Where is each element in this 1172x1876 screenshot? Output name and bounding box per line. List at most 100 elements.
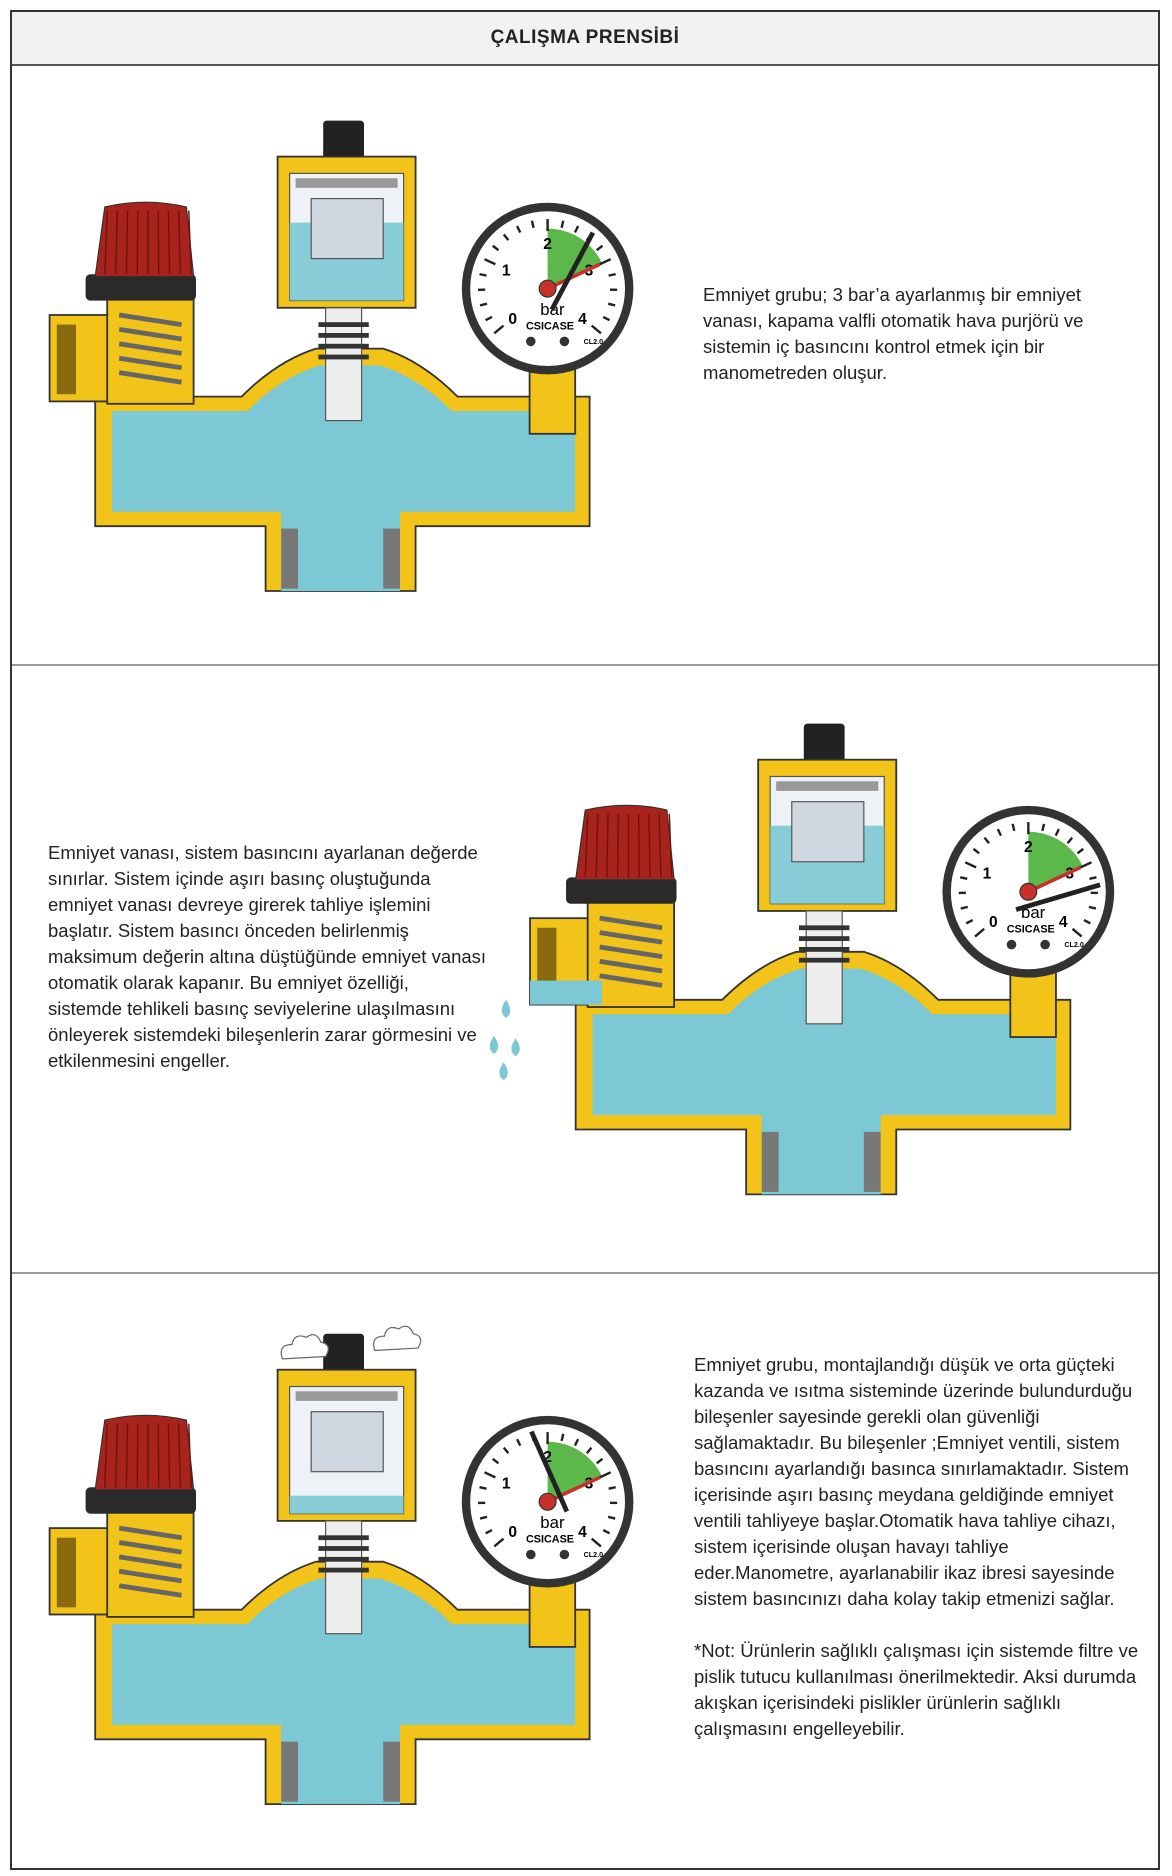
gauge-tick xyxy=(607,1515,616,1520)
gauge-tick xyxy=(1083,919,1091,925)
gauge-tick xyxy=(573,225,580,234)
page-frame: ÇALIŞMA PRENSİBİ xyxy=(10,10,1160,1870)
red-set-pointer xyxy=(546,262,601,291)
gauge-tick xyxy=(1076,847,1084,855)
spring-coil xyxy=(118,327,182,342)
gauge-label: 1 xyxy=(983,865,992,882)
thread xyxy=(56,324,76,395)
paragraph: Emniyet grubu; 3 bar’a ayarlanmış bir em… xyxy=(703,284,1084,383)
gauge-tick xyxy=(492,244,500,252)
paragraph: Emniyet vanası, sistem basıncını ayarlan… xyxy=(48,842,487,1071)
air-vent-cap xyxy=(323,120,364,159)
spring-coil xyxy=(599,930,663,945)
cap-ridge xyxy=(104,1423,108,1488)
gauge-label: 1 xyxy=(502,1475,511,1492)
gauge-stem xyxy=(528,1578,577,1648)
cap-ridge xyxy=(616,813,619,878)
water-drop-icon xyxy=(489,1035,499,1054)
gauge-tick xyxy=(479,272,487,277)
spring-coil xyxy=(118,1540,182,1555)
vent-lever xyxy=(295,1391,398,1401)
cap-ridge xyxy=(167,210,171,275)
screw-icon xyxy=(526,336,536,347)
cap-ridge xyxy=(177,210,182,275)
gauge-tick xyxy=(983,836,990,844)
spring-coil xyxy=(118,355,182,371)
thread xyxy=(281,1741,298,1802)
gauge-tick xyxy=(492,1457,500,1465)
spring-coil xyxy=(118,1525,182,1541)
cap-ridge xyxy=(188,210,192,275)
section-divider xyxy=(12,664,1158,666)
spring-coil xyxy=(118,1568,182,1584)
gauge-tick xyxy=(599,258,612,266)
stem-thread xyxy=(798,957,850,963)
screw-icon xyxy=(559,1549,570,1560)
gauge-tick xyxy=(484,258,496,266)
spring-coil xyxy=(599,915,663,931)
gauge-tick xyxy=(516,1438,522,1447)
gauge-label: 4 xyxy=(1059,914,1068,931)
cap-ridge xyxy=(114,1423,119,1488)
panel-1-description: Emniyet grubu; 3 bar’a ayarlanmış bir em… xyxy=(703,282,1143,412)
cap-ridge xyxy=(114,210,119,275)
gauge-tick xyxy=(479,1486,487,1490)
gauge-label: 0 xyxy=(508,1524,517,1541)
needle-hub xyxy=(538,1492,557,1511)
screw-icon xyxy=(1006,939,1017,950)
cap-ridge xyxy=(188,1423,192,1488)
safety-group-diagram-venting: 01234barCSICASECL2.0 xyxy=(48,1325,634,1805)
spring-coil xyxy=(118,341,182,356)
gauge-label: 4 xyxy=(578,1524,587,1541)
cap-ridge xyxy=(136,1423,139,1488)
float xyxy=(310,1411,384,1473)
air-vent-cap xyxy=(323,1333,364,1373)
water xyxy=(112,1578,576,1805)
gauge-tick xyxy=(590,1537,602,1548)
cap-ridge xyxy=(157,1423,160,1488)
thread xyxy=(56,1537,76,1608)
float xyxy=(310,198,384,260)
thread xyxy=(281,528,298,589)
float xyxy=(791,801,865,863)
stem-thread xyxy=(318,333,369,338)
thread xyxy=(863,1131,881,1192)
green-zone xyxy=(547,228,602,289)
spring-coil xyxy=(599,944,663,959)
stem-thread xyxy=(318,1546,369,1551)
gauge-brand: CSICASE xyxy=(526,320,574,332)
gauge-tick xyxy=(596,1457,604,1465)
spring-coil xyxy=(118,1583,182,1598)
gauge-tick xyxy=(602,315,611,322)
cap-ridge xyxy=(595,813,599,878)
diagram: 01234barCSICASECL2.0 xyxy=(48,1325,634,1805)
gauge-label: 1 xyxy=(502,262,511,279)
red-set-pointer xyxy=(546,1475,601,1504)
panel-2-description: Emniyet vanası, sistem basıncını ayarlan… xyxy=(48,840,488,1100)
cap-ridge xyxy=(125,210,129,275)
cap-ridge xyxy=(136,210,139,275)
water-drop-icon xyxy=(499,1062,508,1081)
stem-thread xyxy=(318,354,369,360)
gauge-tick xyxy=(1071,927,1083,938)
stem-thread xyxy=(318,343,369,349)
gauge-label: 4 xyxy=(578,311,587,328)
paragraph: Emniyet grubu, montajlandığı düşük ve or… xyxy=(694,1354,1133,1609)
gauge-tick xyxy=(493,324,505,335)
gauge-tick xyxy=(590,324,602,335)
thread xyxy=(383,528,400,589)
gauge-unit: bar xyxy=(540,1513,565,1532)
gauge-tick xyxy=(1066,836,1074,844)
thread xyxy=(383,1741,400,1802)
gauge-class: CL2.0 xyxy=(1064,940,1084,949)
green-zone xyxy=(547,1441,602,1502)
gauge-tick xyxy=(485,1528,493,1535)
vent-water xyxy=(289,1495,404,1514)
gauge-label: 0 xyxy=(989,914,998,931)
screw-icon xyxy=(1040,939,1050,950)
discharge-water xyxy=(530,980,603,1005)
gauge-class: CL2.0 xyxy=(584,337,604,346)
gauge-tick xyxy=(502,1446,510,1454)
cap-ridge xyxy=(648,813,651,878)
safety-group-diagram-normal: 01234barCSICASECL2.0 xyxy=(48,120,634,592)
